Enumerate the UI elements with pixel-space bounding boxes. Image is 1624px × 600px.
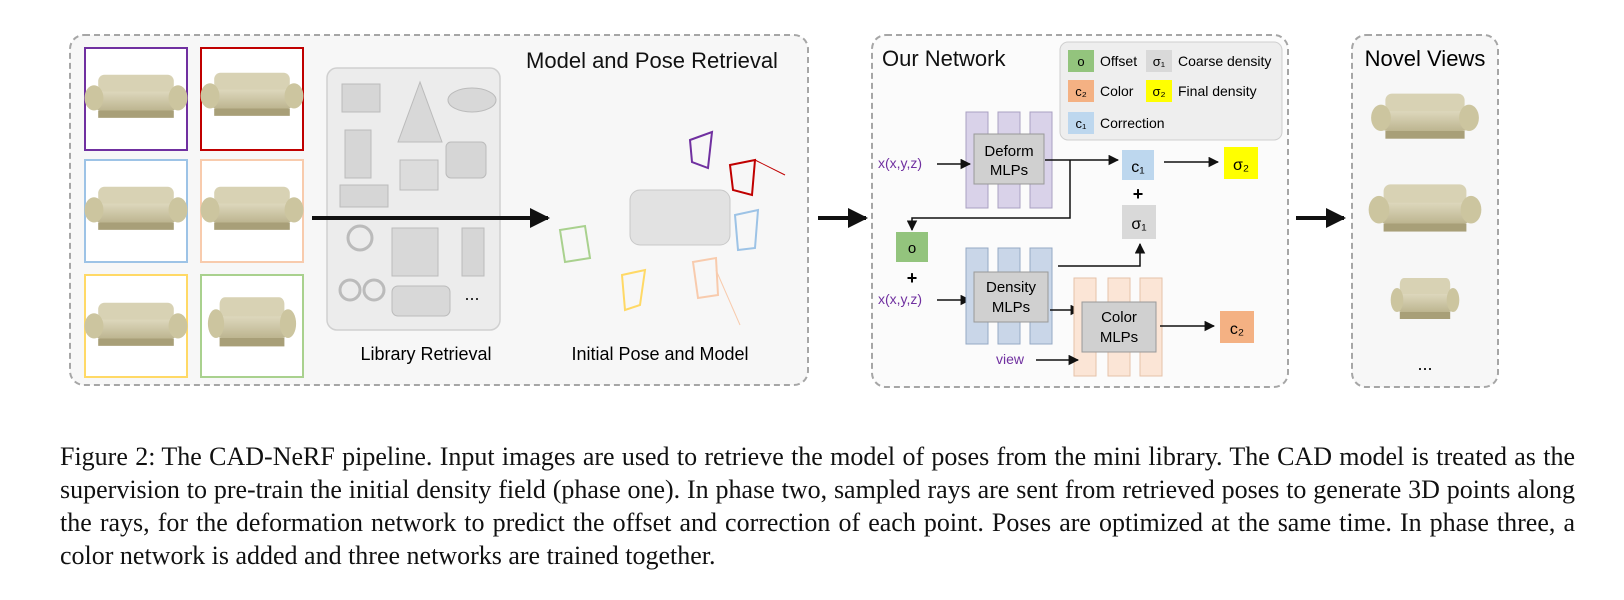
camera-ray (754, 159, 786, 176)
plus-c1-sigma1: + (1133, 184, 1144, 204)
camera-frustum (688, 130, 714, 170)
sofa-model (391, 285, 451, 317)
svg-text:σ₁: σ₁ (1153, 54, 1166, 69)
pipeline-figure: Model and Pose Retrieval (69, 34, 1499, 388)
legend-item-final-density: σ₂ Final density (1146, 80, 1257, 102)
bicycle-wheel-model (338, 278, 362, 302)
library-label: Library Retrieval (360, 344, 491, 364)
density-mlps: Density MLPs (965, 247, 1053, 345)
arrow-density-sigma1 (1058, 242, 1146, 267)
initial-model-sofa (629, 189, 731, 246)
node-sigma1: σ₁ (1122, 205, 1156, 239)
shelf-model (391, 227, 439, 277)
svg-text:σ₂: σ₂ (1233, 157, 1249, 174)
svg-text:MLPs: MLPs (990, 162, 1028, 179)
legend-item-coarse-density: σ₁ Coarse density (1146, 50, 1271, 72)
camera-frustum (728, 158, 757, 197)
initial-pose-scene (558, 130, 786, 326)
legend-item-color: c₂ Color (1068, 80, 1134, 102)
node-sigma2: σ₂ (1224, 147, 1258, 179)
library-box: ... (326, 67, 501, 331)
svg-text:Offset: Offset (1100, 53, 1137, 69)
color-mlps: Color MLPs (1073, 277, 1163, 377)
svg-text:Coarse density: Coarse density (1178, 53, 1271, 69)
camera-frustum (691, 256, 720, 300)
camera-model (445, 141, 487, 179)
node-c1: c₁ (1122, 150, 1154, 180)
motorbike-model (346, 224, 374, 252)
camera-frustum (558, 224, 592, 264)
svg-text:MLPs: MLPs (1100, 329, 1138, 346)
input-image (84, 274, 188, 378)
network-panel: Our Network o Offset σ₁ Coarse density c… (871, 34, 1289, 388)
retrieval-title: Model and Pose Retrieval (526, 48, 778, 73)
node-o: o (896, 232, 928, 262)
camera-frustum (620, 268, 647, 312)
svg-text:Final density: Final density (1178, 83, 1257, 99)
svg-text:Color: Color (1101, 309, 1137, 326)
initial-label: Initial Pose and Model (571, 344, 748, 364)
input-image (84, 47, 188, 151)
novel-view-image (1368, 184, 1482, 232)
novel-view-image (1390, 278, 1460, 319)
input-image (200, 47, 304, 151)
pyramid-model (397, 80, 443, 143)
svg-text:c₂: c₂ (1230, 321, 1244, 338)
arrow-deform-o (906, 160, 1071, 232)
novel-view-image (1371, 93, 1479, 139)
input-image (84, 159, 188, 263)
input-image (200, 274, 304, 378)
novel-views-title: Novel Views (1365, 46, 1486, 71)
svg-text:c₁: c₁ (1076, 116, 1088, 131)
novel-views-more: ... (1417, 354, 1432, 374)
network-title: Our Network (882, 46, 1006, 71)
svg-text:o: o (1077, 54, 1084, 69)
legend-item-correction: c₁ Correction (1068, 112, 1165, 134)
svg-text:Density: Density (986, 279, 1037, 296)
tv-model (341, 83, 381, 113)
table-model (339, 184, 389, 208)
deform-mlps: Deform MLPs (965, 111, 1053, 209)
legend-item-offset: o Offset (1068, 50, 1137, 72)
svg-text:MLPs: MLPs (992, 299, 1030, 316)
bicycle-wheel-model (362, 278, 386, 302)
camera-ray (715, 269, 741, 326)
caption-label: Figure 2: (60, 442, 156, 471)
caption-text: The CAD-NeRF pipeline. Input images are … (60, 442, 1575, 570)
view-label: view (996, 351, 1025, 367)
legend: o Offset σ₁ Coarse density c₂ Color σ₂ F… (1059, 41, 1283, 141)
input-top: x(x,y,z) (878, 155, 922, 171)
input-image (200, 159, 304, 263)
svg-text:σ₁: σ₁ (1131, 216, 1146, 233)
svg-text:Correction: Correction (1100, 115, 1165, 131)
svg-text:c₂: c₂ (1075, 84, 1087, 99)
svg-text:o: o (908, 240, 916, 257)
retrieval-panel: Model and Pose Retrieval (69, 34, 809, 386)
library-more: ... (464, 284, 479, 304)
camera-frustum (733, 208, 760, 252)
chair-model (344, 129, 372, 179)
input-images (84, 47, 304, 378)
plus-o-x: + (907, 268, 918, 288)
svg-text:c₁: c₁ (1131, 159, 1144, 176)
car-model (447, 87, 497, 113)
svg-text:Deform: Deform (984, 143, 1033, 160)
input-bottom: x(x,y,z) (878, 291, 922, 307)
figure-caption: Figure 2:The CAD-NeRF pipeline. Input im… (60, 440, 1575, 572)
box-model (461, 227, 485, 277)
novel-views-panel: Novel Views ... (1351, 34, 1499, 388)
svg-text:σ₂: σ₂ (1152, 84, 1165, 99)
laptop-model (399, 159, 439, 191)
node-c2: c₂ (1220, 311, 1254, 343)
svg-text:Color: Color (1100, 83, 1134, 99)
